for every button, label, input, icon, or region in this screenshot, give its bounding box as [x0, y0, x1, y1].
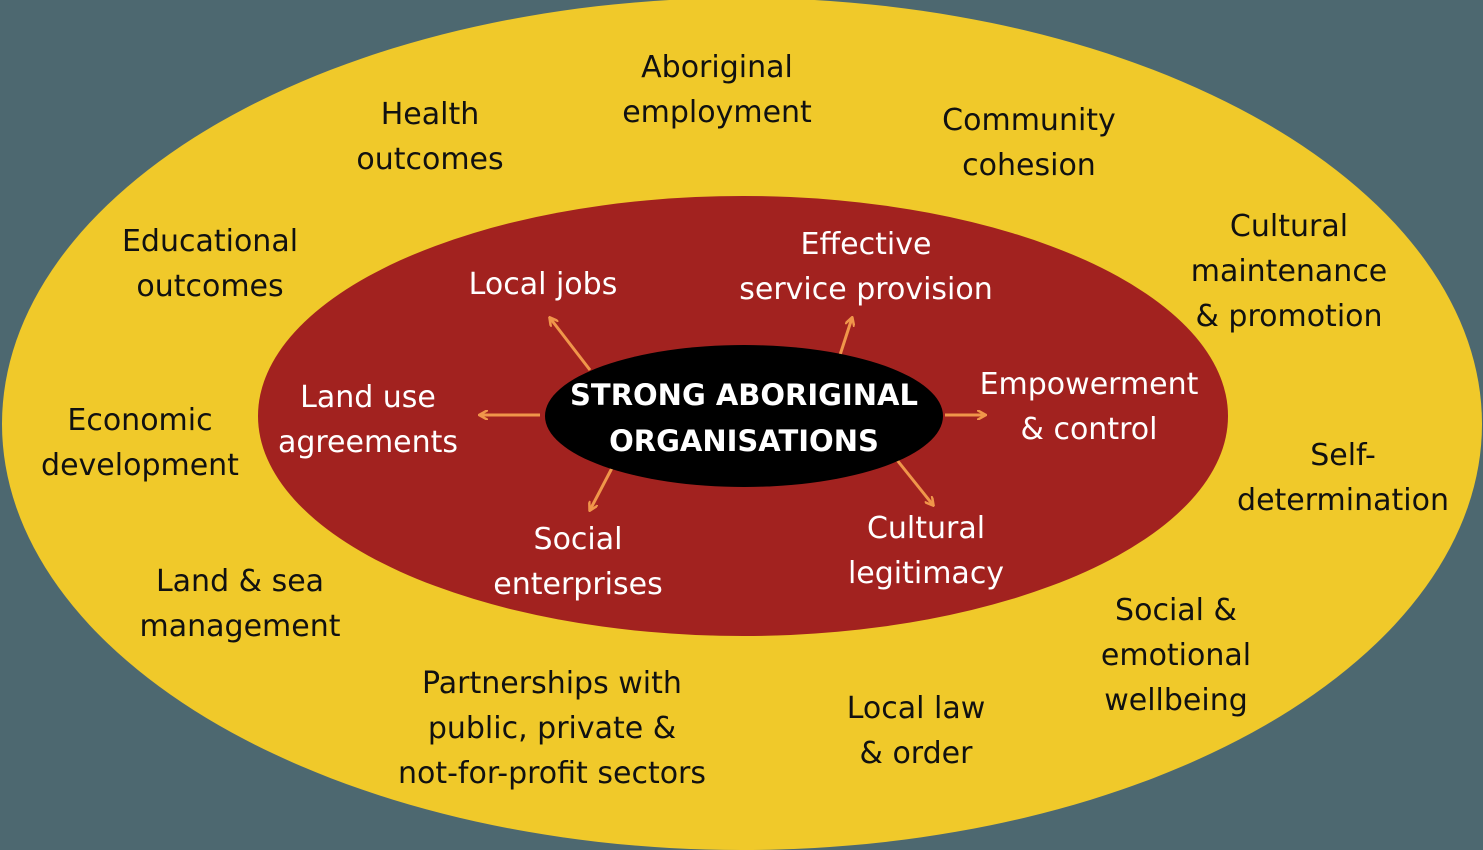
arrow-local-jobs	[550, 318, 592, 371]
outer-self-determination: Self-determination	[1237, 438, 1449, 518]
arrow-service-provision	[838, 318, 852, 356]
inner-empowerment: Empowerment& control	[979, 367, 1199, 447]
inner-local-jobs: Local jobs	[468, 267, 618, 302]
arrow-social-enterprises	[590, 467, 614, 510]
core-title: STRONG ABORIGINAL ORGANISATIONS	[545, 372, 943, 464]
core-line-2: ORGANISATIONS	[609, 424, 879, 458]
outer-local-law-order: Local law& order	[846, 691, 986, 771]
arrow-cultural-legitimacy	[895, 459, 933, 505]
core-line-1: STRONG ABORIGINAL	[570, 378, 918, 412]
core-ellipse	[545, 345, 943, 487]
